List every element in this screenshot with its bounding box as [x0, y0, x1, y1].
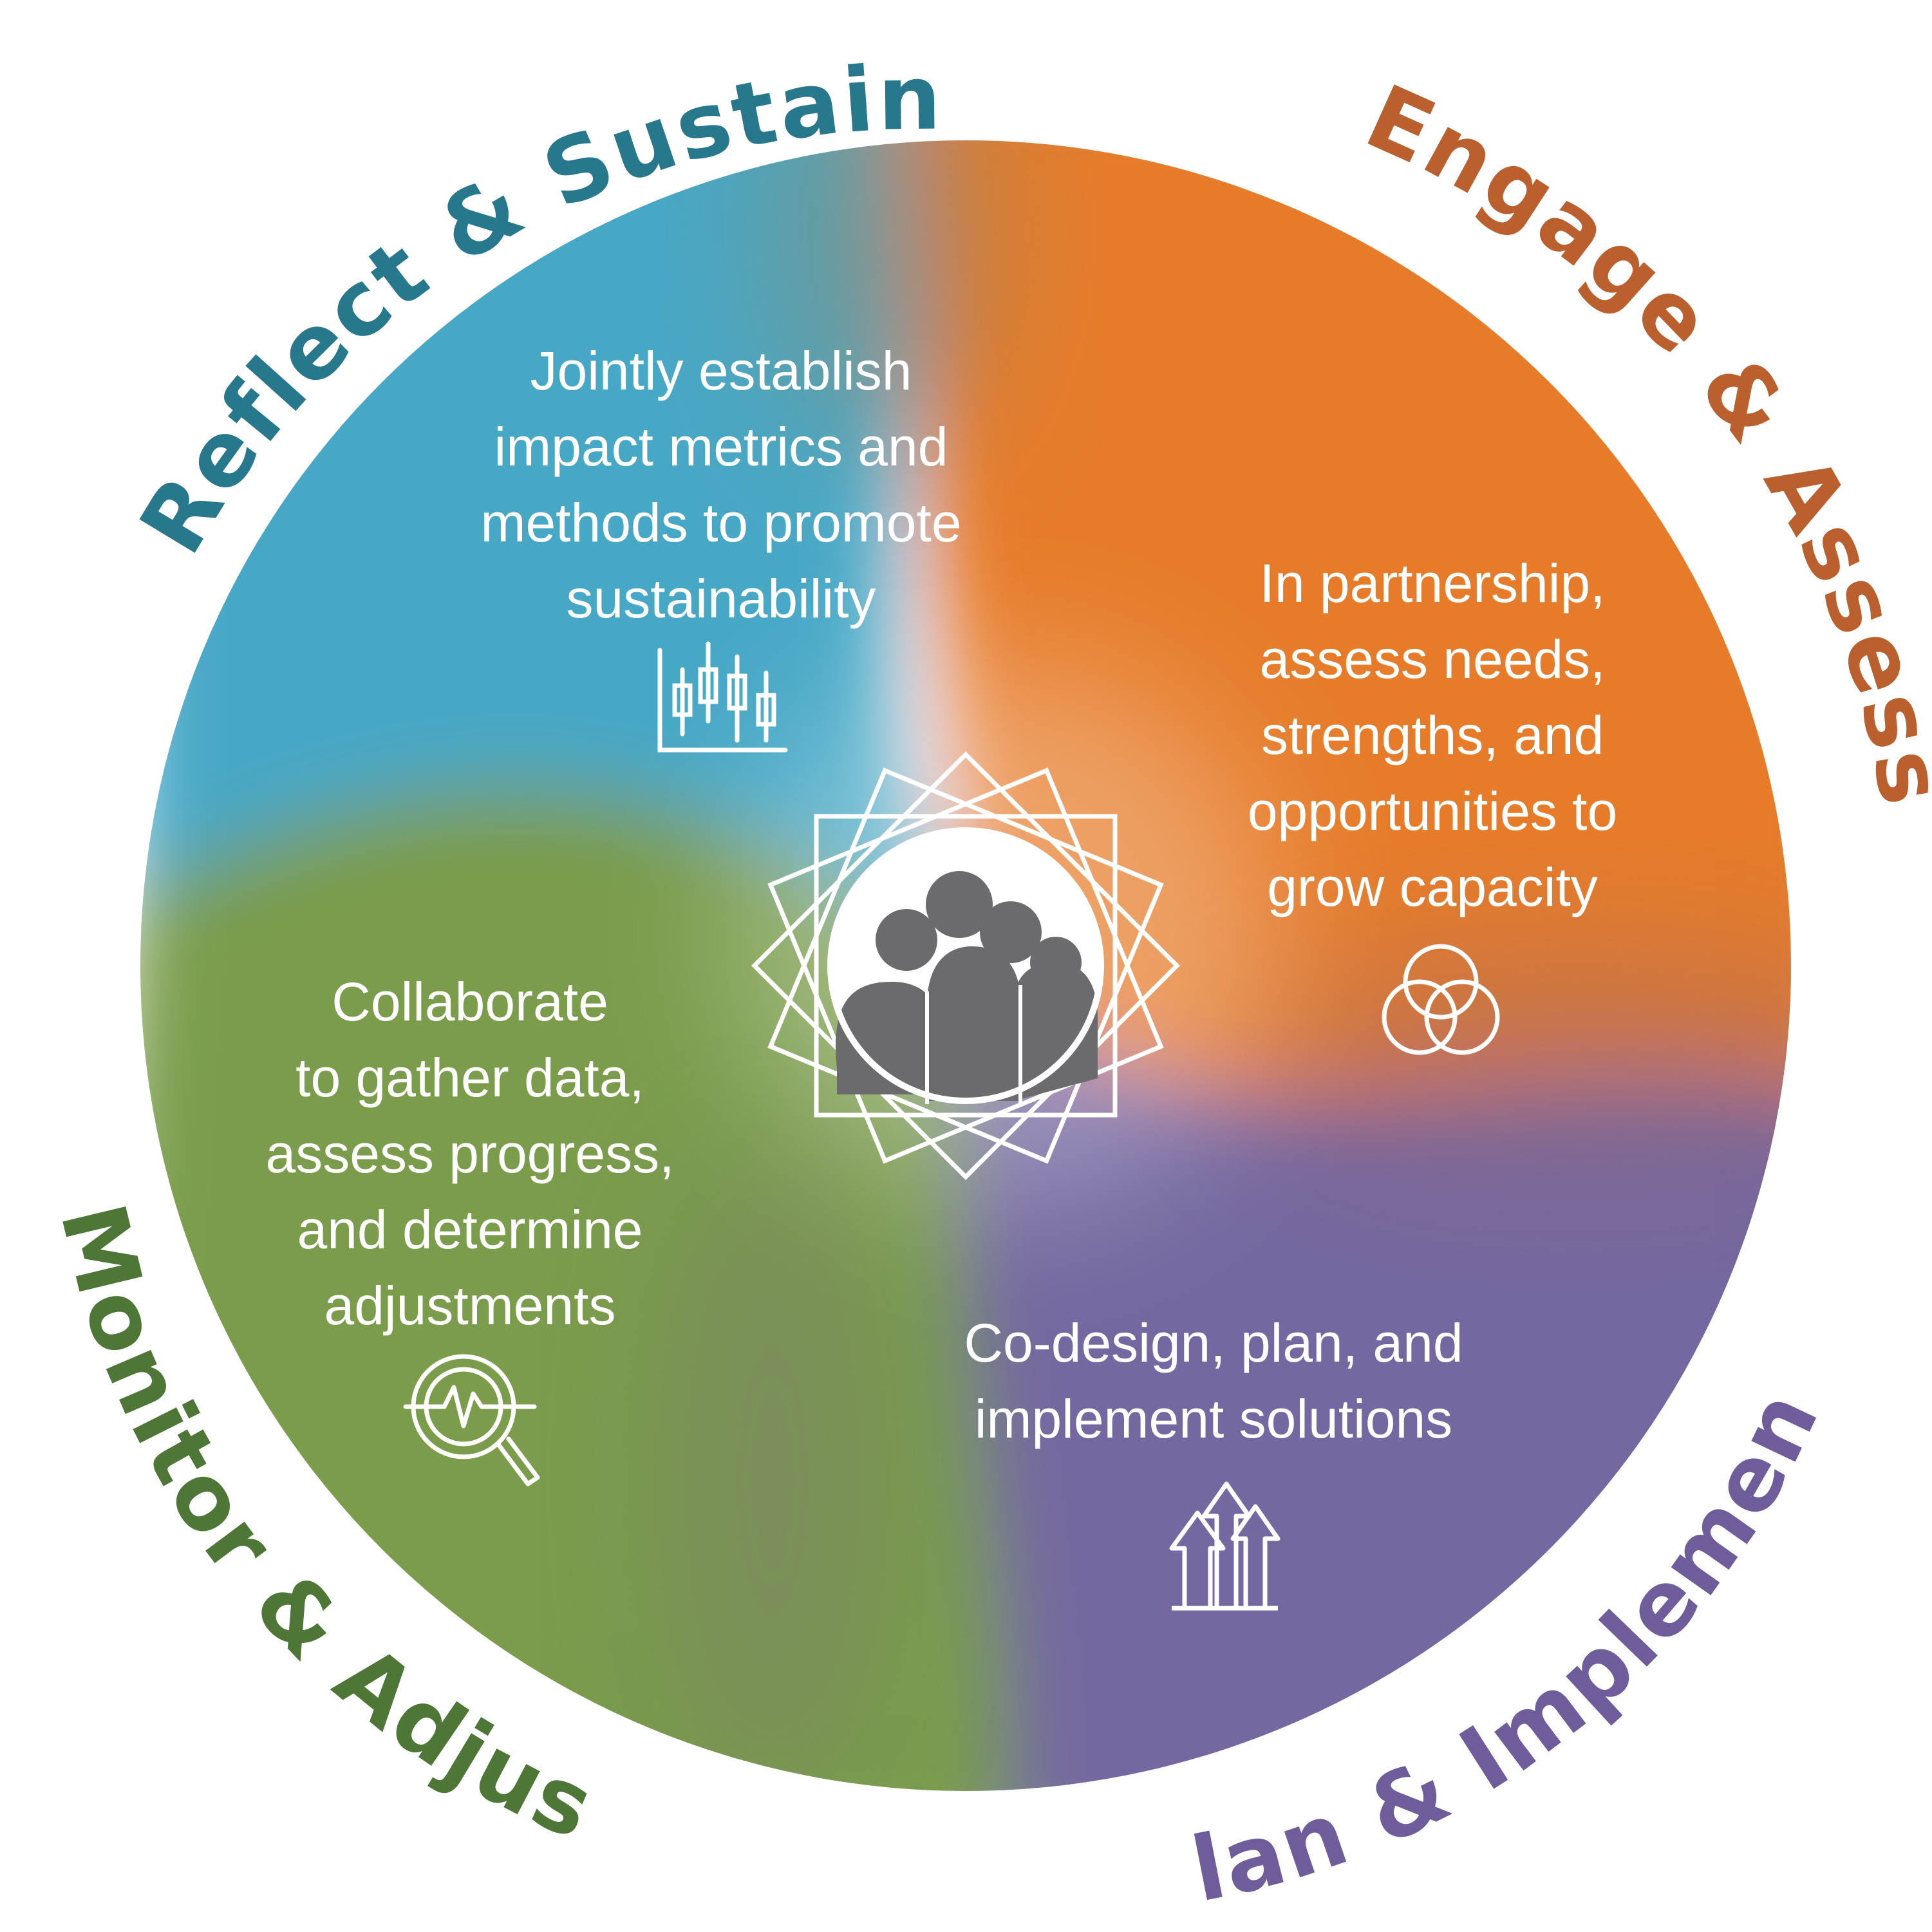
- monitor-description: Collaborate to gather data, assess progres…: [266, 971, 675, 1336]
- description-line: to gather data,: [295, 1047, 644, 1108]
- plan-description: Co-design, plan, and implement solutions: [964, 1313, 1463, 1449]
- description-line: Jointly establish: [530, 341, 912, 401]
- description-line: impact metrics and: [494, 417, 948, 477]
- community-people-icon: [836, 871, 1098, 1101]
- description-line: assess progress,: [266, 1123, 675, 1184]
- description-line: Co-design, plan, and: [964, 1313, 1463, 1373]
- description-line: sustainability: [567, 568, 876, 629]
- description-line: methods to promote: [480, 492, 961, 553]
- engage-description: In partnership, assess needs, strengths, a…: [1248, 553, 1617, 917]
- description-line: opportunities to: [1248, 781, 1617, 841]
- description-line: grow capacity: [1267, 857, 1598, 917]
- description-line: implement solutions: [975, 1389, 1452, 1449]
- description-line: strengths, and: [1261, 705, 1604, 765]
- description-line: and determine: [297, 1199, 642, 1260]
- description-line: adjustments: [324, 1275, 616, 1336]
- description-line: In partnership,: [1260, 553, 1606, 614]
- reflect-description: Jointly establish impact metrics and metho…: [480, 341, 961, 629]
- description-line: Collaborate: [332, 971, 608, 1032]
- magnifier-pulse-icon: [403, 1354, 540, 1487]
- overlapping-circles-icon: [1382, 944, 1500, 1055]
- candlestick-chart-icon: [657, 641, 788, 753]
- center-emblem: [751, 751, 1181, 1181]
- rising-arrows-icon: [1169, 1481, 1280, 1611]
- description-line: assess needs,: [1260, 629, 1606, 689]
